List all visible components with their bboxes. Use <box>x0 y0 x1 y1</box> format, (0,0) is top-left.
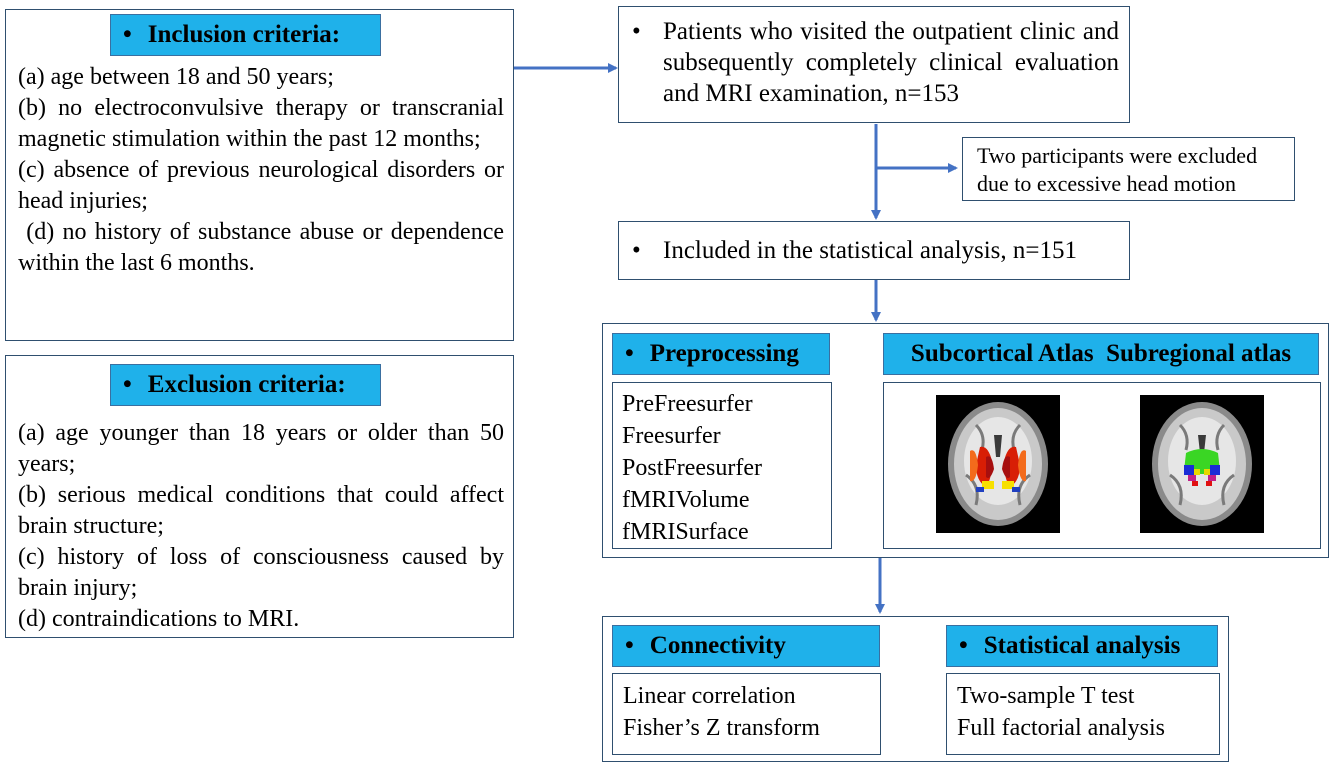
inclusion-criteria-list: (a) age between 18 and 50 years; (b) no … <box>18 62 504 279</box>
exclusion-criteria-title: Exclusion criteria: <box>147 371 346 398</box>
statistical-method: Two-sample T test <box>957 683 1135 709</box>
bullet-icon: • <box>123 371 132 398</box>
analysis-box: • Connectivity Linear correlation Fisher… <box>602 616 1229 762</box>
inclusion-item: (d) no history of substance abuse or dep… <box>18 219 511 276</box>
preprocessing-steps-box: PreFreesurfer Freesurfer PostFreesurfer … <box>612 382 832 549</box>
subregional-atlas-image <box>1140 395 1264 533</box>
connectivity-methods-box: Linear correlation Fisher’s Z transform <box>612 673 881 755</box>
atlas-images-box <box>883 382 1321 549</box>
preprocessing-steps-list: PreFreesurfer Freesurfer PostFreesurfer … <box>622 388 762 548</box>
statistical-analysis-header: • Statistical analysis <box>946 625 1218 667</box>
connectivity-header: • Connectivity <box>612 625 880 667</box>
preprocessing-step: fMRISurface <box>622 519 749 545</box>
bullet-icon: • <box>632 237 641 264</box>
exclusion-criteria-header: • Exclusion criteria: <box>110 364 381 406</box>
atlas-title: Subcortical Atlas Subregional atlas <box>910 340 1292 367</box>
bullet-icon: • <box>959 632 968 659</box>
brain-scan-icon <box>948 402 1048 526</box>
bullet-icon: • <box>123 21 132 48</box>
bullet-icon: • <box>625 632 634 659</box>
inclusion-criteria-title: Inclusion criteria: <box>147 21 341 48</box>
statistical-methods-list: Two-sample T test Full factorial analysi… <box>957 680 1165 744</box>
patients-text: Patients who visited the outpatient clin… <box>663 18 1119 107</box>
preprocessing-title: Preprocessing <box>649 340 799 367</box>
bullet-icon: • <box>625 340 634 367</box>
included-box: • Included in the statistical analysis, … <box>618 221 1130 280</box>
excluded-text: Two participants were excluded due to ex… <box>977 143 1258 196</box>
inclusion-item: (b) no electroconvulsive therapy or tran… <box>18 95 504 152</box>
brain-scan-icon <box>1152 402 1252 526</box>
bullet-icon: • <box>632 18 641 45</box>
exclusion-item: (b) serious medical conditions that coul… <box>18 482 504 539</box>
patients-box: • Patients who visited the outpatient cl… <box>618 6 1130 123</box>
exclusion-item: (d) contraindications to MRI. <box>18 606 300 632</box>
connectivity-method: Fisher’s Z transform <box>623 715 820 741</box>
preprocessing-step: fMRIVolume <box>622 487 750 513</box>
exclusion-item: (c) history of loss of consciousness cau… <box>18 544 504 601</box>
inclusion-criteria-box: • Inclusion criteria: (a) age between 18… <box>5 9 514 341</box>
included-text: Included in the statistical analysis, n=… <box>663 237 1078 264</box>
connectivity-methods-list: Linear correlation Fisher’s Z transform <box>623 680 820 744</box>
statistical-method: Full factorial analysis <box>957 715 1165 741</box>
processing-box: • Preprocessing PreFreesurfer Freesurfer… <box>602 323 1329 558</box>
inclusion-criteria-header: • Inclusion criteria: <box>110 14 381 56</box>
preprocessing-step: PreFreesurfer <box>622 391 753 417</box>
subcortical-atlas-image <box>936 395 1060 533</box>
statistical-methods-box: Two-sample T test Full factorial analysi… <box>946 673 1220 755</box>
excluded-box: Two participants were excluded due to ex… <box>962 137 1295 201</box>
atlas-header: Subcortical Atlas Subregional atlas <box>883 333 1319 375</box>
connectivity-method: Linear correlation <box>623 683 796 709</box>
preprocessing-header: • Preprocessing <box>612 333 830 375</box>
inclusion-item: (a) age between 18 and 50 years; <box>18 64 334 90</box>
preprocessing-step: PostFreesurfer <box>622 455 762 481</box>
preprocessing-step: Freesurfer <box>622 423 721 449</box>
exclusion-criteria-list: (a) age younger than 18 years or older t… <box>18 418 504 635</box>
inclusion-item: (c) absence of previous neurological dis… <box>18 157 504 214</box>
statistical-analysis-title: Statistical analysis <box>983 632 1181 659</box>
exclusion-item: (a) age younger than 18 years or older t… <box>18 420 504 477</box>
exclusion-criteria-box: • Exclusion criteria: (a) age younger th… <box>5 355 514 638</box>
connectivity-title: Connectivity <box>649 632 786 659</box>
